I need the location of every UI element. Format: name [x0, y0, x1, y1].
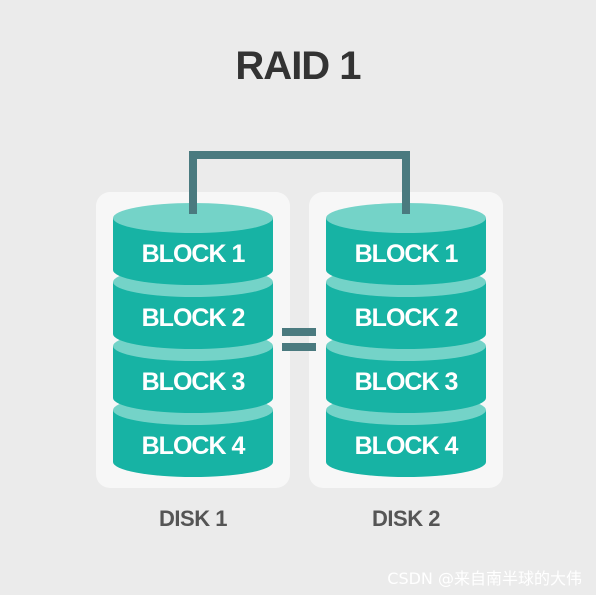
block-label: BLOCK 2	[142, 304, 245, 332]
block-label: BLOCK 1	[355, 240, 459, 268]
mirror-connector	[189, 151, 410, 214]
block-body	[113, 346, 273, 413]
block-label: BLOCK 3	[142, 368, 245, 396]
disk-1-label: DISK 1	[159, 506, 227, 531]
block-body	[113, 282, 273, 349]
disk-2-block-1: BLOCK 1	[326, 203, 486, 285]
block-top	[326, 203, 486, 233]
disk-1-block-1: BLOCK 1	[113, 203, 273, 285]
block-body	[326, 410, 486, 477]
block-label: BLOCK 4	[355, 432, 459, 460]
watermark: CSDN @来自南半球的大伟	[387, 569, 582, 588]
disk-2-label: DISK 2	[372, 506, 440, 531]
equals-bar-bottom	[282, 343, 316, 351]
block-label: BLOCK 1	[142, 240, 246, 268]
diagram-title: RAID 1	[235, 44, 361, 88]
block-body	[326, 218, 486, 285]
block-label: BLOCK 4	[142, 432, 246, 460]
equals-bar-top	[282, 328, 316, 336]
block-body	[326, 282, 486, 349]
block-body	[113, 410, 273, 477]
block-label: BLOCK 2	[355, 304, 458, 332]
block-body	[326, 346, 486, 413]
block-body	[113, 218, 273, 285]
block-label: BLOCK 3	[355, 368, 458, 396]
block-top	[113, 203, 273, 233]
